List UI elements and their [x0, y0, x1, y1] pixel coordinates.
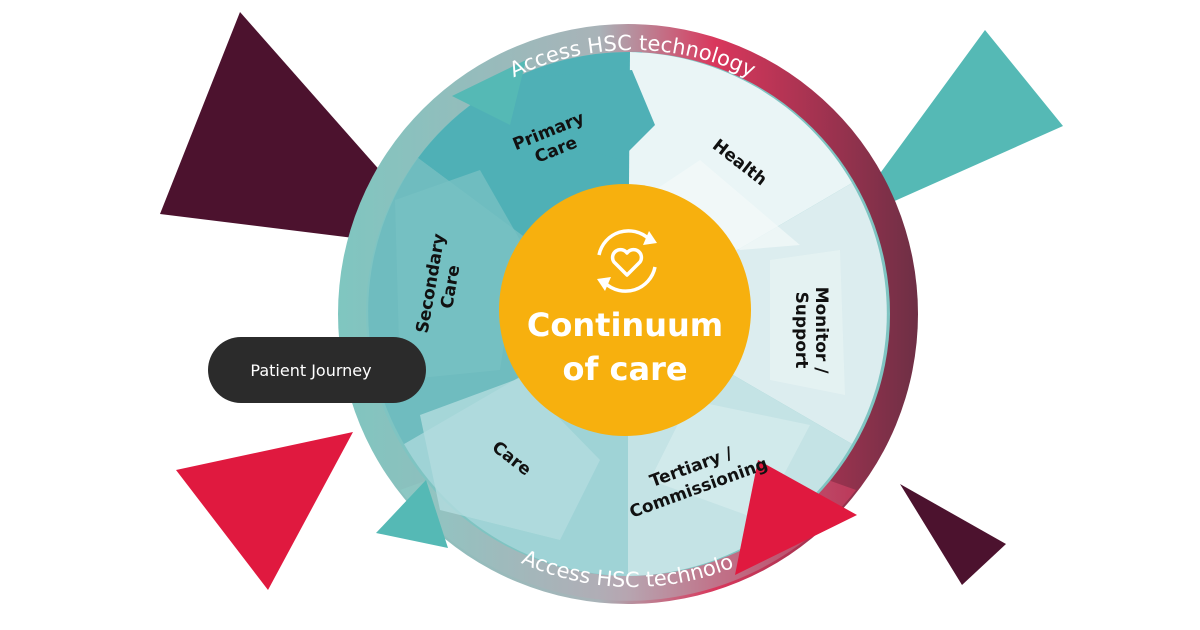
segment-label-monitor-support: Monitor / Support — [791, 287, 831, 375]
svg-text:Support: Support — [791, 292, 811, 369]
heart-cycle-icon — [597, 229, 657, 293]
red-triangle-bottom-right — [735, 460, 857, 575]
center-circle — [499, 184, 751, 436]
teal-triangle-top-right — [843, 30, 1063, 224]
svg-text:Monitor /: Monitor / — [811, 287, 831, 375]
teal-triangle-bottom-left — [376, 480, 448, 548]
chevron-care — [420, 378, 600, 540]
maroon-triangle-bottom-right — [900, 484, 1006, 585]
patient-journey-pill — [208, 337, 426, 403]
chevron-secondary — [395, 170, 520, 380]
center-label-line1: Continuum — [527, 306, 723, 344]
center-label-line2: of care — [562, 350, 687, 388]
chevron-monitor — [770, 250, 845, 395]
teal-triangle-top — [452, 60, 526, 125]
patient-journey-label: Patient Journey — [250, 361, 371, 380]
red-triangle-bottom-left — [176, 432, 353, 590]
chevron-health — [640, 160, 800, 250]
chevron-primary — [520, 70, 655, 160]
